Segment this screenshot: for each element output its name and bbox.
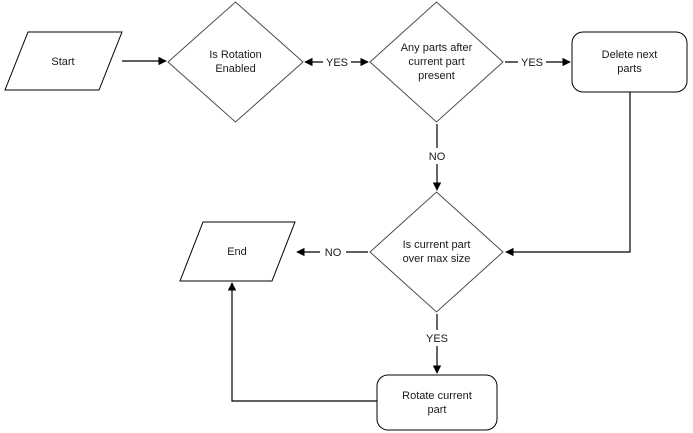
is-over-max-size-label-line-2: over max size bbox=[403, 253, 471, 265]
rotate-current-part-label-line-1: Rotate current bbox=[402, 390, 472, 402]
is-over-max-size-diamond[interactable] bbox=[369, 191, 504, 313]
delete-next-parts-label-line-2: parts bbox=[617, 63, 642, 75]
edges-layer: YES YES NO NO YES bbox=[122, 54, 631, 402]
any-parts-after-label-line-2: current part bbox=[408, 56, 464, 68]
edge-maxsize-to-end: NO bbox=[296, 244, 368, 260]
edge-rotate-to-end bbox=[227, 282, 377, 402]
node-delete-next-parts[interactable]: Delete next parts bbox=[571, 31, 688, 93]
edge-delete-to-maxsize bbox=[505, 92, 631, 257]
edge-anyparts-to-maxsize: NO bbox=[424, 124, 450, 191]
any-parts-after-diamond[interactable] bbox=[369, 1, 504, 123]
rotate-current-part-box[interactable] bbox=[376, 374, 498, 431]
rotate-current-part-label-line-2: part bbox=[428, 404, 447, 416]
edge-label-backdrop bbox=[518, 54, 546, 70]
node-start[interactable]: Start bbox=[4, 31, 123, 91]
any-parts-after-label-line-1: Any parts after bbox=[401, 42, 473, 54]
edge-maxsize-to-rotate: YES bbox=[423, 314, 451, 374]
is-rotation-enabled-label-line-1: Is Rotation bbox=[209, 49, 262, 61]
node-any-parts-after[interactable]: Any parts after current part present bbox=[369, 1, 504, 123]
is-rotation-enabled-diamond[interactable] bbox=[167, 1, 304, 123]
edge-label-backdrop bbox=[423, 330, 451, 346]
node-end[interactable]: End bbox=[179, 221, 296, 282]
edge-label-yes-delete: YES bbox=[521, 57, 543, 69]
end-parallelogram[interactable] bbox=[179, 221, 296, 282]
start-label: Start bbox=[51, 56, 74, 68]
node-is-rotation-enabled[interactable]: Is Rotation Enabled bbox=[167, 1, 304, 123]
delete-next-parts-box[interactable] bbox=[571, 31, 688, 93]
any-parts-after-label-line-3: present bbox=[418, 70, 455, 82]
edge-anyparts-to-delete: YES bbox=[505, 54, 571, 70]
start-parallelogram[interactable] bbox=[4, 31, 123, 91]
node-rotate-current-part[interactable]: Rotate current part bbox=[376, 374, 498, 431]
node-is-over-max-size[interactable]: Is current part over max size bbox=[369, 191, 504, 313]
edge-line bbox=[505, 92, 631, 257]
edge-line bbox=[227, 282, 377, 402]
edge-label-no-end: NO bbox=[325, 247, 342, 259]
is-rotation-enabled-label-line-2: Enabled bbox=[215, 63, 255, 75]
edge-label-backdrop bbox=[320, 244, 346, 260]
edge-label-yes-rotate: YES bbox=[426, 333, 448, 345]
edge-label-no-maxsize: NO bbox=[429, 151, 446, 163]
delete-next-parts-label-line-1: Delete next bbox=[602, 49, 658, 61]
edge-label-backdrop bbox=[323, 54, 351, 70]
end-label: End bbox=[227, 246, 247, 258]
edge-label-yes-rotation: YES bbox=[326, 57, 348, 69]
is-over-max-size-label-line-1: Is current part bbox=[403, 239, 471, 251]
edge-rotation-to-anyparts: YES bbox=[304, 54, 369, 70]
nodes-layer: Start Is Rotation Enabled Any parts afte… bbox=[4, 1, 688, 431]
edge-label-backdrop bbox=[424, 148, 450, 164]
